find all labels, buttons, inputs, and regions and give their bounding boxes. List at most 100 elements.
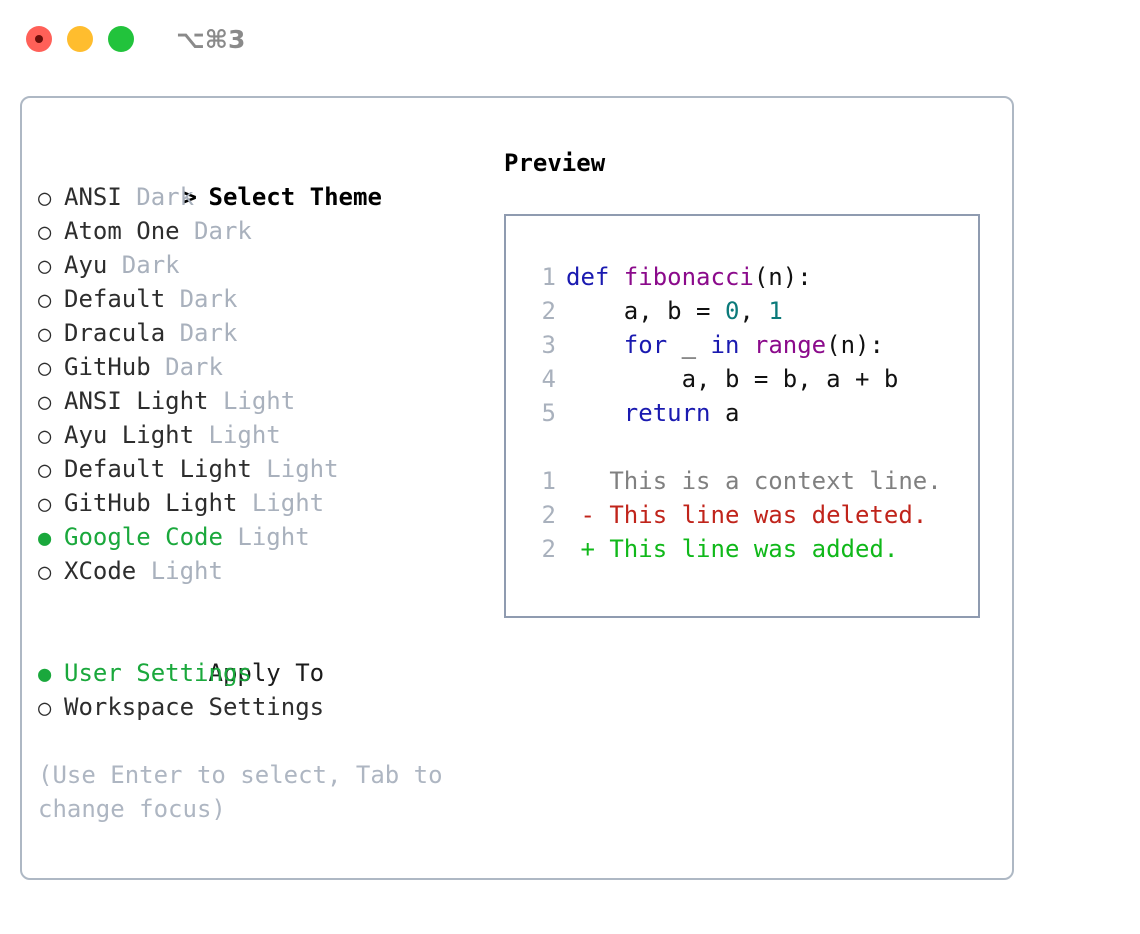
diff-line-text: - This line was deleted. — [566, 501, 928, 529]
code-token-kw: return — [623, 399, 711, 427]
theme-name-label: GitHub Light — [64, 489, 238, 517]
code-token-fn: range — [753, 331, 827, 359]
code-line: 2 a, b = 0, 1 — [524, 294, 978, 328]
select-theme-heading-label: Select Theme — [208, 183, 382, 211]
apply-to-heading: Apply To — [38, 622, 498, 687]
theme-kind-label: Dark — [150, 353, 223, 381]
code-token-txt — [739, 331, 753, 359]
theme-list-item[interactable]: ○ ANSI Light Light — [38, 384, 498, 418]
list-spacer — [38, 588, 498, 622]
diff-line-number: 2 — [541, 535, 556, 563]
window-titlebar: ⌥⌘3 — [0, 0, 1140, 78]
theme-kind-label: Light — [251, 455, 339, 483]
preview-title: Preview — [504, 149, 606, 177]
apply-to-item[interactable]: ● User Settings — [38, 656, 498, 690]
code-line-number: 1 — [541, 263, 556, 291]
radio-unselected-icon: ○ — [38, 390, 52, 415]
code-token-txt: _ — [667, 331, 711, 359]
diff-line-number: 1 — [541, 467, 556, 495]
code-token-txt: a — [710, 399, 740, 427]
theme-kind-label: Light — [237, 489, 325, 517]
theme-name-label: Ayu Light — [64, 421, 195, 449]
diff-line-added: 2 + This line was added. — [524, 532, 978, 566]
code-token-kw: def — [566, 263, 624, 291]
radio-unselected-icon: ○ — [38, 220, 52, 245]
minimize-window-button[interactable] — [67, 26, 93, 52]
theme-list-item[interactable]: ○ Atom One Dark — [38, 214, 498, 248]
theme-name-label: Ayu — [64, 251, 108, 279]
theme-list-item[interactable]: ○Default Light Light — [38, 452, 498, 486]
theme-name-label: XCode — [64, 557, 137, 585]
radio-unselected-icon: ○ — [38, 322, 52, 347]
theme-kind-label: Light — [208, 387, 296, 415]
diff-sample-block: 1 This is a context line.2 - This line w… — [524, 464, 978, 566]
apply-to-item[interactable]: ○ Workspace Settings — [38, 690, 498, 724]
theme-kind-label: Dark — [179, 217, 252, 245]
theme-list-item[interactable]: ○GitHub Light Light — [38, 486, 498, 520]
diff-line-context: 1 This is a context line. — [524, 464, 978, 498]
diff-line-number: 2 — [541, 501, 556, 529]
diff-line-text: + This line was added. — [566, 535, 899, 563]
code-token-txt: a, b = — [566, 297, 725, 325]
theme-list-item[interactable]: ○ Dracula Dark — [38, 316, 498, 350]
theme-name-label: Dracula — [64, 319, 166, 347]
code-token-num: 1 — [768, 297, 783, 325]
theme-list-item[interactable]: ○GitHub Dark — [38, 350, 498, 384]
diff-line-text: This is a context line. — [566, 467, 942, 495]
code-token-txt: (n): — [826, 331, 884, 359]
theme-list-item[interactable]: ○ Default Dark — [38, 282, 498, 316]
radio-selected-icon: ● — [38, 526, 52, 551]
code-line-number: 4 — [541, 365, 556, 393]
code-line: 5 return a — [524, 396, 978, 430]
code-token-fn: fibonacci — [623, 263, 754, 291]
theme-kind-label: Dark — [165, 319, 238, 347]
keyboard-hint-text: (Use Enter to select, Tab to change focu… — [38, 761, 443, 823]
theme-kind-label: Light — [194, 421, 281, 449]
apply-to-label: Workspace Settings — [64, 693, 325, 721]
code-token-txt: a, b = b, a + b — [566, 365, 899, 393]
code-line-number: 3 — [541, 331, 556, 359]
code-token-num: 0 — [724, 297, 740, 325]
theme-list-item[interactable]: ○Ayu Dark — [38, 248, 498, 282]
theme-name-label: ANSI — [64, 183, 122, 211]
theme-name-label: ANSI Light — [64, 387, 209, 415]
apply-to-list: ● User Settings ○ Workspace Settings — [38, 656, 498, 724]
code-line: 3 for _ in range(n): — [524, 328, 978, 362]
radio-unselected-icon: ○ — [38, 186, 52, 211]
theme-kind-label: Light — [136, 557, 223, 585]
theme-name-label: Default — [64, 285, 166, 313]
code-line-number: 5 — [541, 399, 556, 427]
code-line-number: 2 — [541, 297, 556, 325]
radio-selected-icon: ● — [38, 662, 52, 687]
theme-list-item[interactable]: ○ XCode Light — [38, 554, 498, 588]
theme-kind-label: Dark — [165, 285, 238, 313]
theme-name-label: GitHub — [64, 353, 151, 381]
apply-to-label: User Settings — [64, 659, 252, 687]
radio-unselected-icon: ○ — [38, 696, 52, 721]
diff-line-deleted: 2 - This line was deleted. — [524, 498, 978, 532]
theme-name-label: Google Code — [64, 523, 223, 551]
code-token-kw: in — [710, 331, 740, 359]
theme-list-item[interactable]: ○ ANSI Dark — [38, 180, 498, 214]
radio-unselected-icon: ○ — [38, 458, 52, 483]
theme-list-item[interactable]: ● Google Code Light — [38, 520, 498, 554]
theme-picker-column: >Select Theme ○ANSI Dark○Atom One Dark○A… — [38, 146, 498, 826]
code-token-kw: for — [623, 331, 668, 359]
radio-unselected-icon: ○ — [38, 288, 52, 313]
code-token-txt — [566, 331, 624, 359]
code-diff-separator — [524, 430, 978, 464]
close-window-button[interactable] — [26, 26, 52, 52]
theme-list: ○ANSI Dark○Atom One Dark○Ayu Dark○Defaul… — [38, 180, 498, 588]
theme-kind-label: Dark — [121, 183, 195, 211]
theme-list-item[interactable]: ○Ayu Light Light — [38, 418, 498, 452]
radio-unselected-icon: ○ — [38, 560, 52, 585]
maximize-window-button[interactable] — [108, 26, 134, 52]
theme-kind-label: Light — [222, 523, 310, 551]
keyboard-shortcut-label: ⌥⌘3 — [176, 24, 246, 54]
apply-to-heading-label: Apply To — [208, 659, 325, 687]
theme-name-label: Atom One — [64, 217, 180, 245]
